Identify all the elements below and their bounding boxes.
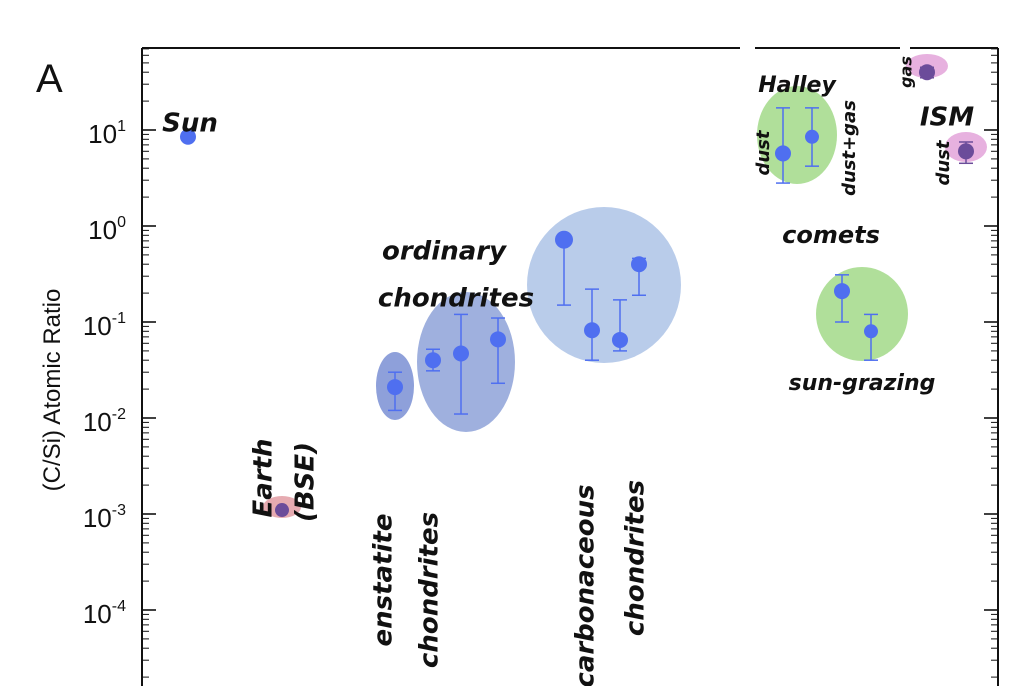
annotation-label: chondrites [378,284,534,314]
axes [141,47,999,686]
annotation-label: chondrites [621,480,651,636]
data-point [453,345,469,362]
data-point [180,128,196,145]
data-point [275,503,289,518]
annotation-label: Sun [162,109,218,139]
y-tick-label: 10-1 [83,310,126,341]
annotation-label: Halley [758,73,837,98]
halley-ellipse [757,86,837,184]
annotation-label: carbonaceous [571,484,601,686]
data-point [775,145,791,162]
y-tick-labels: 101 100 10-1 10-2 10-3 10-4 (C/Si) Atomic Rati… [36,57,126,629]
annotation-label: dust [933,139,954,185]
data-point [958,143,974,160]
data-point [919,64,935,81]
y-tick-label: 101 [88,118,126,149]
annotation-label: gas [897,56,916,88]
annotation-label: dust+gas [839,100,860,196]
data-points [180,64,974,518]
carbonaceous-ellipse [527,207,681,363]
annotation-label: comets [782,221,880,249]
y-tick-label: 10-2 [83,406,126,437]
annotation-label: ISM [920,103,974,133]
annotation-label: enstatite [369,514,399,647]
data-point [612,331,628,348]
data-point [490,331,506,348]
data-point [864,324,878,339]
y-tick-label: 10-4 [83,598,126,629]
annotation-label: Earth [249,438,279,517]
data-point [555,230,573,249]
data-point [805,129,819,144]
group-ellipses [263,54,987,518]
annotation-label: ordinary [382,237,507,267]
annotation-label: chondrites [415,512,445,668]
data-point [834,283,850,300]
y-axis-label: (C/Si) Atomic Ratio [39,289,66,492]
data-point [425,352,441,369]
y-tick-label: 100 [88,214,126,245]
data-point [631,256,647,273]
data-point [584,322,600,339]
sungrazing-ellipse [816,267,908,361]
annotation-label: sun-grazing [789,371,936,396]
panel-label: A [36,57,63,101]
y-tick-label: 10-3 [83,502,126,533]
data-point [387,379,403,396]
annotation-label: dust [753,129,774,175]
annotation-label: (BSE) [291,442,321,522]
ordinary-ellipse [417,292,515,432]
